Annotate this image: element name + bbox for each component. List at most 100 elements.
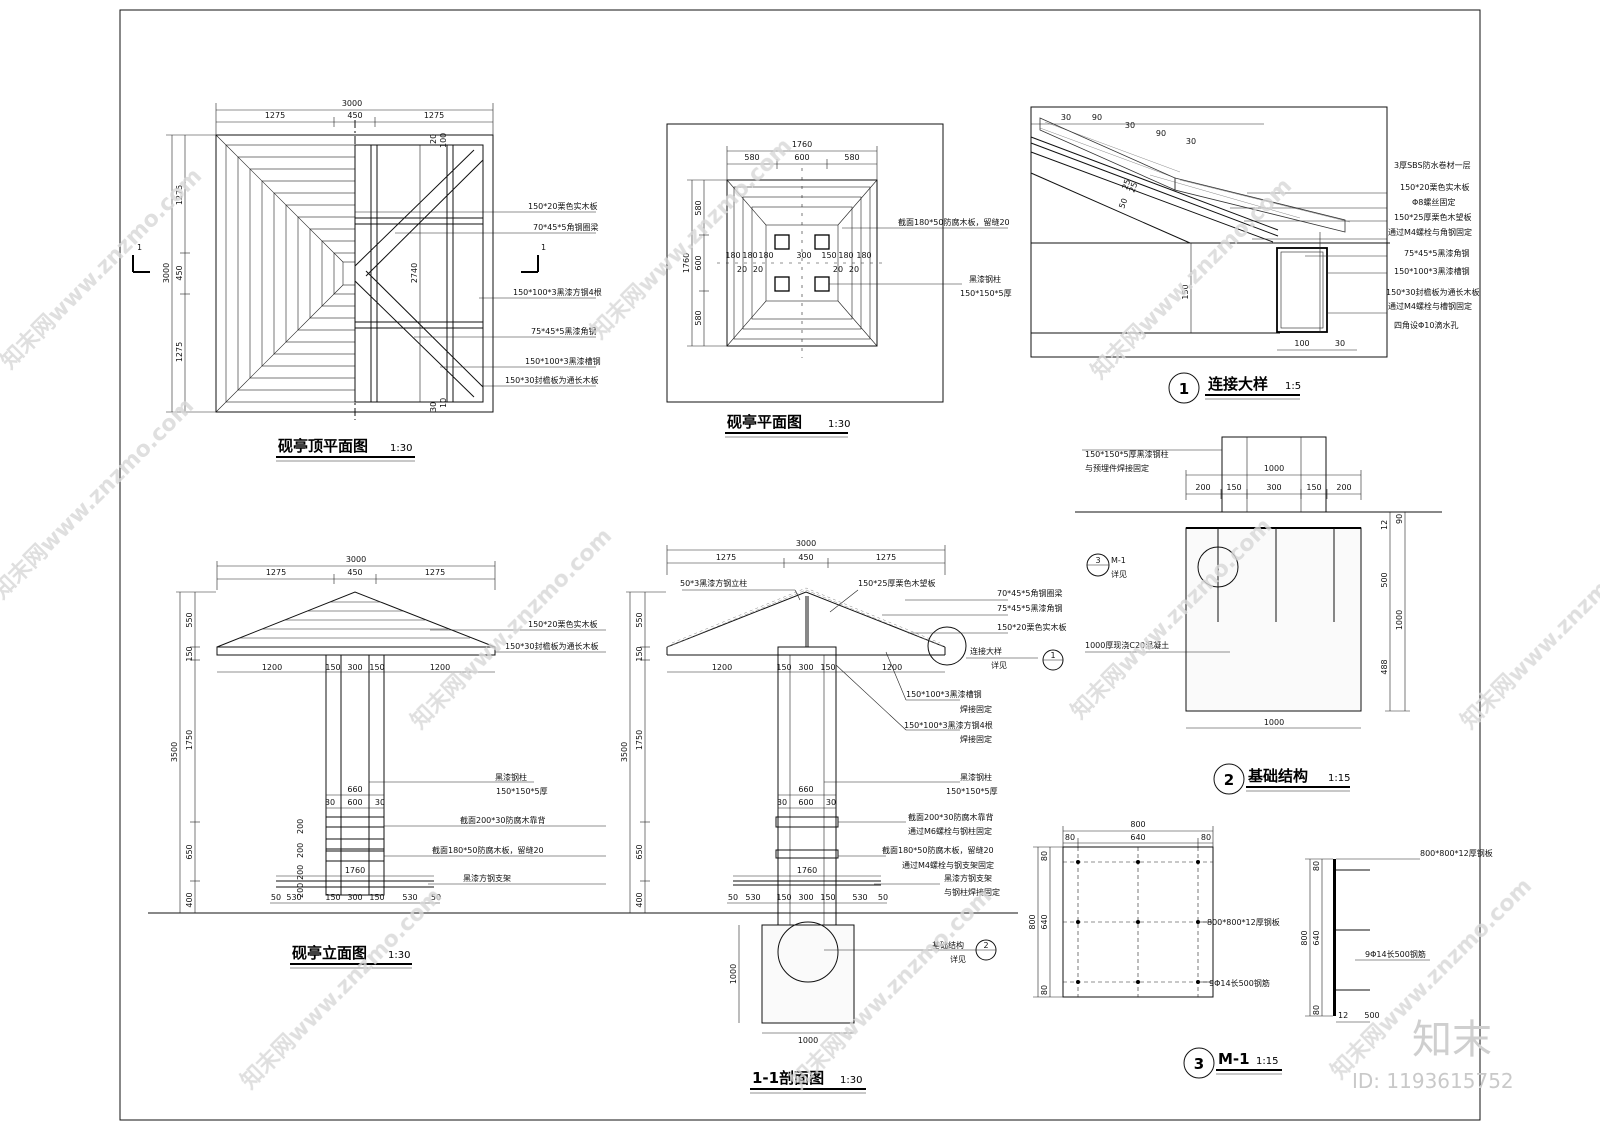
svg-text:50: 50 (431, 893, 441, 902)
svg-text:通过M4螺栓与钢支架固定: 通过M4螺栓与钢支架固定 (902, 860, 994, 870)
svg-text:黑漆钢柱: 黑漆钢柱 (960, 772, 992, 782)
svg-text:2740: 2740 (410, 263, 419, 283)
svg-text:580: 580 (694, 200, 703, 215)
svg-text:150*100*3黑漆方钢4根: 150*100*3黑漆方钢4根 (904, 720, 993, 730)
svg-text:150*20栗色实木板: 150*20栗色实木板 (1400, 182, 1469, 192)
svg-text:1275: 1275 (175, 342, 184, 362)
svg-text:200: 200 (1195, 483, 1210, 492)
svg-text:3: 3 (1095, 556, 1100, 565)
svg-text:基础结构: 基础结构 (932, 940, 964, 950)
svg-text:通过M6螺栓与钢柱固定: 通过M6螺栓与钢柱固定 (908, 826, 992, 836)
svg-text:150*30封檐板为通长木板: 150*30封檐板为通长木板 (1386, 287, 1479, 297)
svg-text:黑漆钢柱: 黑漆钢柱 (495, 772, 527, 782)
svg-text:30: 30 (375, 798, 385, 807)
svg-text:580: 580 (744, 153, 759, 162)
svg-text:70*45*5角钢圈梁: 70*45*5角钢圈梁 (533, 222, 598, 232)
svg-text:150: 150 (369, 893, 384, 902)
svg-text:150: 150 (776, 663, 791, 672)
foundation-structure: 1000 200 150 300 150 200 12 90 500 1000 … (1075, 436, 1442, 795)
svg-text:与预埋件焊接固定: 与预埋件焊接固定 (1085, 463, 1149, 473)
svg-text:知末网www.znzmo.com: 知末网www.znzmo.com (586, 133, 797, 344)
svg-text:30: 30 (826, 798, 836, 807)
svg-text:150: 150 (185, 646, 194, 661)
svg-text:1200: 1200 (882, 663, 902, 672)
svg-text:焊接固定: 焊接固定 (960, 734, 992, 744)
svg-text:1760: 1760 (792, 140, 812, 149)
svg-text:400: 400 (635, 892, 644, 907)
svg-text:黑漆方钢支架: 黑漆方钢支架 (463, 873, 511, 883)
svg-text:黑漆钢柱: 黑漆钢柱 (969, 274, 1001, 284)
svg-text:800: 800 (1130, 820, 1145, 829)
svg-text:3厚SBS防水卷材一层: 3厚SBS防水卷材一层 (1394, 160, 1471, 170)
floor-plan: 1760 580 600 580 1760 580 600 580 180 18… (666, 123, 1012, 438)
svg-text:30: 30 (777, 798, 787, 807)
svg-text:3500: 3500 (620, 742, 629, 762)
svg-text:Φ8螺丝固定: Φ8螺丝固定 (1412, 197, 1455, 207)
svg-text:1200: 1200 (430, 663, 450, 672)
svg-text:150*100*3黑漆槽钢: 150*100*3黑漆槽钢 (1394, 266, 1470, 276)
svg-text:知末网www.znzmo.com: 知末网www.znzmo.com (236, 883, 447, 1094)
svg-text:50: 50 (1117, 197, 1129, 210)
svg-text:150*30封檐板为通长木板: 150*30封檐板为通长木板 (505, 641, 598, 651)
svg-text:1:15: 1:15 (1328, 773, 1350, 784)
svg-text:180: 180 (758, 251, 773, 260)
svg-text:150: 150 (776, 893, 791, 902)
svg-text:3000: 3000 (796, 539, 816, 548)
svg-text:150: 150 (369, 663, 384, 672)
svg-text:200: 200 (296, 865, 305, 880)
svg-text:800*800*12厚钢板: 800*800*12厚钢板 (1420, 848, 1493, 858)
svg-text:通过M4螺栓与槽钢固定: 通过M4螺栓与槽钢固定 (1388, 301, 1472, 311)
svg-text:450: 450 (347, 568, 362, 577)
svg-text:150*20栗色实木板: 150*20栗色实木板 (528, 201, 597, 211)
svg-text:50*3黑漆方钢立柱: 50*3黑漆方钢立柱 (680, 578, 747, 588)
svg-text:1275: 1275 (424, 111, 444, 120)
svg-text:300: 300 (347, 893, 362, 902)
svg-text:砚亭立面图: 砚亭立面图 (292, 944, 367, 962)
svg-text:20: 20 (753, 265, 763, 274)
svg-text:150: 150 (325, 893, 340, 902)
svg-text:3000: 3000 (342, 99, 362, 108)
svg-text:800: 800 (1300, 930, 1309, 945)
svg-text:黑漆方钢支架: 黑漆方钢支架 (944, 873, 992, 883)
svg-text:3000: 3000 (162, 263, 171, 283)
m1-plate: 800 80 640 80 800 80 640 80 800*800*12厚钢… (1028, 820, 1493, 1079)
svg-text:1:15: 1:15 (1256, 1056, 1278, 1067)
svg-text:90: 90 (1156, 129, 1166, 138)
svg-text:150*25厚栗色木望板: 150*25厚栗色木望板 (858, 578, 935, 588)
svg-text:四角设Φ10滴水孔: 四角设Φ10滴水孔 (1394, 320, 1458, 330)
svg-text:详见: 详见 (950, 954, 966, 964)
svg-text:与钢柱焊接固定: 与钢柱焊接固定 (944, 887, 1000, 897)
svg-text:截面200*30防腐木靠背: 截面200*30防腐木靠背 (460, 815, 545, 825)
svg-text:80: 80 (1040, 851, 1049, 861)
svg-text:530: 530 (286, 893, 301, 902)
svg-text:550: 550 (635, 612, 644, 627)
svg-text:80: 80 (1312, 861, 1321, 871)
svg-text:30: 30 (429, 402, 438, 412)
svg-text:150*150*5厚: 150*150*5厚 (496, 787, 548, 796)
svg-text:80: 80 (1201, 833, 1211, 842)
svg-text:30: 30 (325, 798, 335, 807)
svg-text:12: 12 (1338, 1011, 1348, 1020)
svg-text:1: 1 (541, 243, 546, 252)
svg-text:1000: 1000 (1395, 610, 1404, 630)
svg-text:连接大样: 连接大样 (1208, 375, 1268, 393)
svg-text:660: 660 (798, 785, 813, 794)
svg-text:1: 1 (137, 243, 142, 252)
svg-text:650: 650 (185, 844, 194, 859)
svg-text:150: 150 (1181, 284, 1190, 299)
svg-text:150*25厚栗色木望板: 150*25厚栗色木望板 (1394, 212, 1471, 222)
svg-text:1275: 1275 (876, 553, 896, 562)
svg-text:90: 90 (1092, 113, 1102, 122)
svg-text:50: 50 (878, 893, 888, 902)
svg-text:640: 640 (1312, 930, 1321, 945)
svg-text:砚亭平面图: 砚亭平面图 (727, 413, 802, 431)
image-id: ID: 1193615752 (1352, 1069, 1514, 1093)
svg-text:M-1: M-1 (1111, 556, 1126, 565)
svg-text:75*45*5黑漆角钢: 75*45*5黑漆角钢 (531, 326, 596, 336)
svg-text:1:30: 1:30 (388, 950, 410, 961)
section-1-1: 3000 1275 450 1275 1200 150 300 150 1200… (620, 539, 1066, 1094)
svg-text:150*100*3黑漆方钢4根: 150*100*3黑漆方钢4根 (513, 287, 602, 297)
svg-text:180: 180 (742, 251, 757, 260)
svg-text:50: 50 (728, 893, 738, 902)
